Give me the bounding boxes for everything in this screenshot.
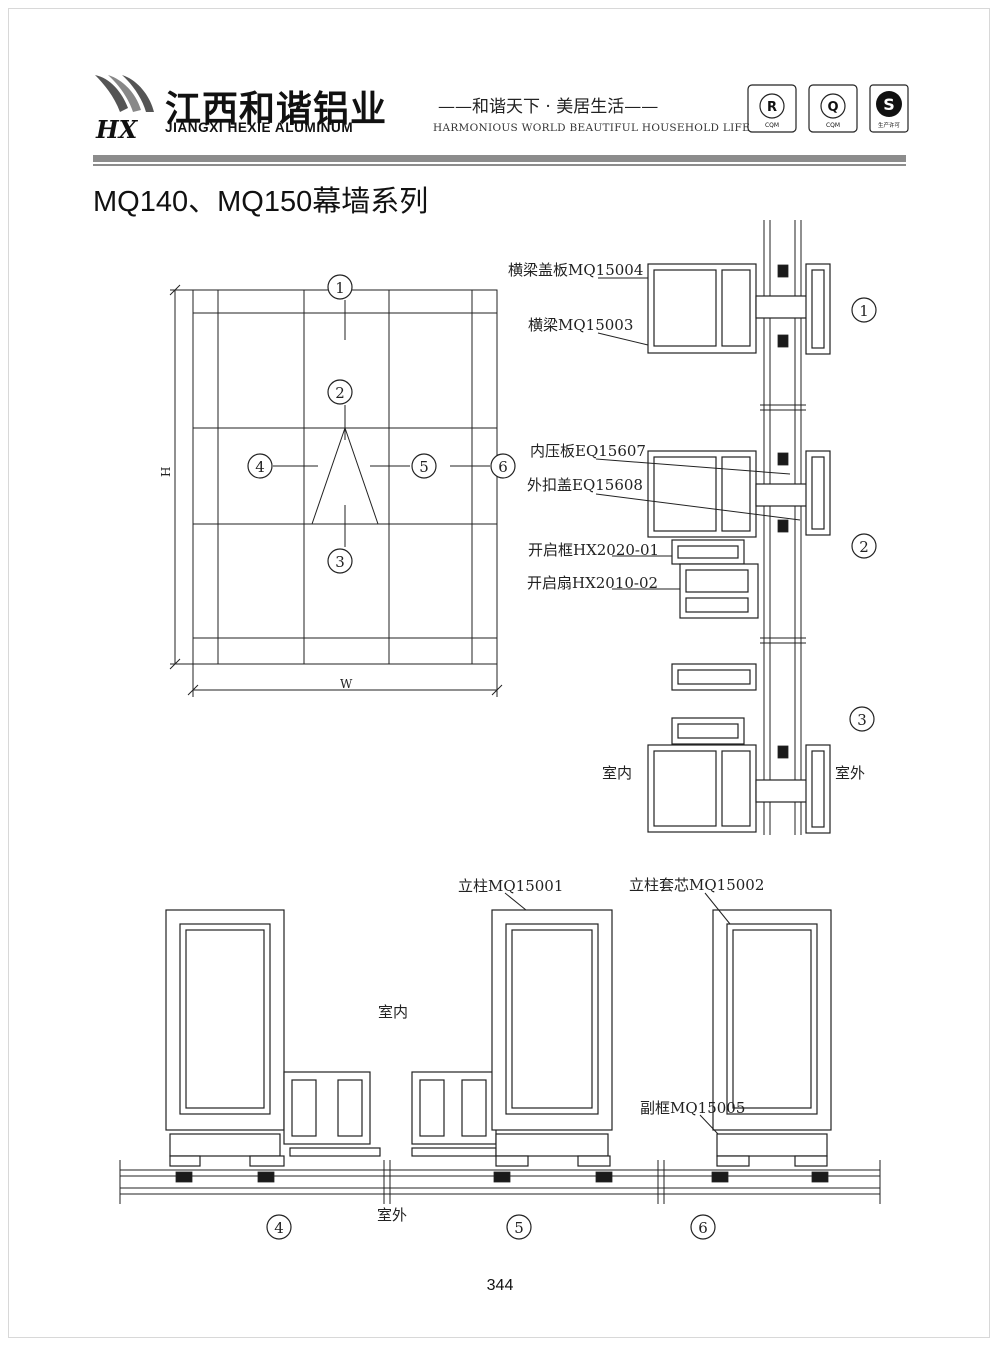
- page-number: 344: [486, 1277, 514, 1294]
- header-divider-thin: [93, 164, 906, 166]
- svg-text:6: 6: [698, 1219, 708, 1237]
- svg-text:1: 1: [335, 279, 345, 297]
- label-inner-pressure-plate: 内压板EQ15607: [530, 442, 646, 460]
- svg-text:3: 3: [857, 711, 867, 729]
- elevation-marker-4: 4: [247, 453, 273, 479]
- label-vent-sash: 开启扇HX2010-02: [527, 574, 658, 592]
- svg-text:6: 6: [498, 458, 508, 476]
- elevation-marker-2: 2: [327, 379, 353, 405]
- label-vent-frame: 开启框HX2020-01: [528, 541, 659, 559]
- svg-text:3: 3: [335, 553, 345, 571]
- horizontal-marker-6: 6: [690, 1214, 716, 1240]
- label-horizontal-outdoor: 室外: [377, 1206, 407, 1224]
- dimension-w-label: W: [340, 677, 353, 691]
- elevation-marker-6: 6: [490, 453, 516, 479]
- cert-qs-sub: 生产许可: [878, 121, 901, 129]
- vertical-section-diagram: 横梁盖板MQ15004 横梁MQ15003 内压板EQ15607 外扣盖EQ15…: [508, 220, 877, 835]
- vertical-marker-2: 2: [851, 533, 877, 559]
- page-title: MQ140、MQ150幕墙系列: [93, 186, 429, 218]
- cert-badge-q: Q CQM: [808, 84, 858, 133]
- elevation-diagram: H W 1 2 3: [159, 274, 516, 697]
- page-border: [8, 8, 990, 1338]
- cert-r-sub: CQM: [765, 122, 779, 129]
- horizontal-marker-5: 5: [506, 1214, 532, 1240]
- slogan-en: HARMONIOUS WORLD BEAUTIFUL HOUSEHOLD LIF…: [433, 122, 751, 134]
- svg-text:5: 5: [514, 1219, 524, 1237]
- cert-badge-r: R CQM: [747, 84, 797, 133]
- cert-q-mark: Q: [827, 100, 838, 115]
- cert-badge-qs: S 生产许可: [869, 84, 909, 133]
- cert-r-mark: R: [767, 100, 777, 115]
- cert-qs-mark: S: [883, 95, 895, 114]
- header-divider-thick: [93, 155, 906, 162]
- label-mullion: 立柱MQ15001: [458, 877, 563, 895]
- svg-text:4: 4: [274, 1219, 284, 1237]
- label-sub-frame: 副框MQ15005: [640, 1099, 745, 1117]
- svg-text:2: 2: [859, 538, 869, 556]
- elevation-marker-5: 5: [411, 453, 437, 479]
- svg-text:1: 1: [859, 302, 869, 320]
- label-vertical-outdoor: 室外: [835, 764, 865, 782]
- dimension-h-label: H: [159, 467, 173, 477]
- label-vertical-indoor: 室内: [602, 764, 632, 782]
- horizontal-section-diagram: 立柱MQ15001 立柱套芯MQ15002 副框MQ15005 室内 室外 4 …: [119, 876, 881, 1240]
- svg-text:5: 5: [419, 458, 429, 476]
- horizontal-marker-4: 4: [266, 1214, 292, 1240]
- company-name-en: JIANGXI HEXIE ALUMINUM: [165, 120, 354, 135]
- svg-text:4: 4: [255, 458, 265, 476]
- elevation-marker-3: 3: [327, 548, 353, 574]
- label-outer-cap: 外扣盖EQ15608: [527, 476, 643, 494]
- slogan-cn: ——和谐天下 · 美居生活——: [438, 97, 659, 117]
- cert-q-sub: CQM: [826, 122, 840, 129]
- label-horizontal-indoor: 室内: [378, 1003, 408, 1021]
- label-transom: 横梁MQ15003: [528, 316, 633, 334]
- logo-mark-text: HX: [95, 115, 139, 144]
- label-transom-cover: 横梁盖板MQ15004: [508, 261, 643, 279]
- vertical-marker-3: 3: [849, 706, 875, 732]
- logo-icon: [95, 75, 154, 112]
- svg-text:2: 2: [335, 384, 345, 402]
- company-name-cn: 江西和谐铝业: [165, 88, 388, 129]
- elevation-marker-1: 1: [327, 274, 353, 300]
- vertical-marker-1: 1: [851, 297, 877, 323]
- label-mullion-sleeve: 立柱套芯MQ15002: [629, 876, 764, 894]
